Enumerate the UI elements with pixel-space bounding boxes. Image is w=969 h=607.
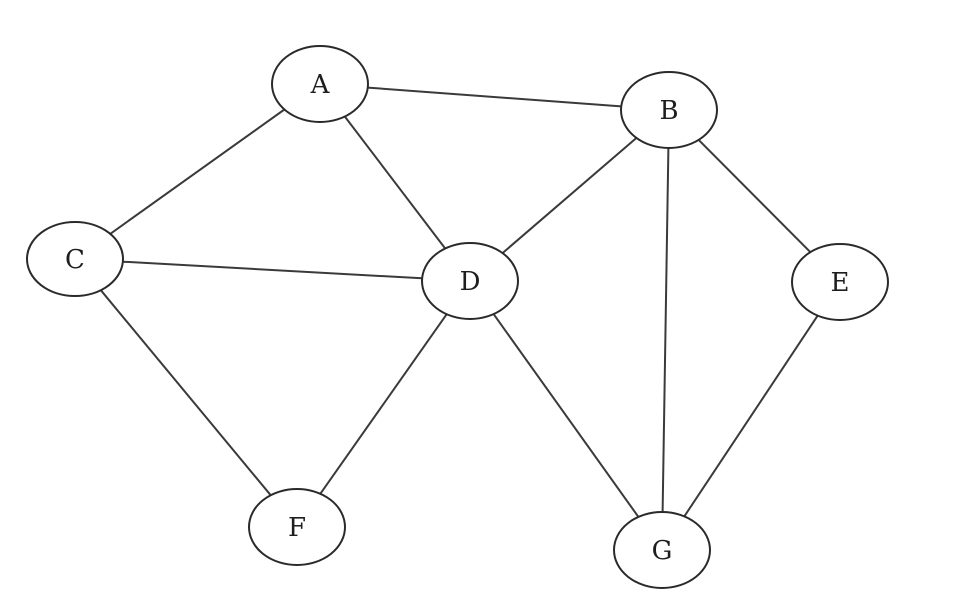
edge-a-d xyxy=(344,115,446,250)
nodes-layer: A B C D E F G xyxy=(26,45,889,589)
node-f: F xyxy=(248,488,346,566)
node-label-a: A xyxy=(310,70,331,100)
edge-c-f xyxy=(100,289,272,496)
node-label-b: B xyxy=(659,96,678,126)
edge-a-b xyxy=(367,86,622,108)
edge-b-e xyxy=(697,139,812,253)
node-label-g: G xyxy=(652,536,673,566)
node-ellipse-f xyxy=(248,488,346,566)
node-e: E xyxy=(791,243,889,321)
node-label-e: E xyxy=(831,268,850,298)
node-ellipse-g xyxy=(613,511,711,589)
node-d: D xyxy=(421,242,519,320)
edge-a-c xyxy=(109,108,285,235)
edge-b-g xyxy=(661,147,670,513)
edge-c-d xyxy=(122,260,423,280)
node-ellipse-c xyxy=(26,221,124,297)
node-label-f: F xyxy=(288,513,306,543)
node-c: C xyxy=(26,221,124,297)
node-ellipse-a xyxy=(271,45,369,123)
node-ellipse-e xyxy=(791,243,889,321)
node-ellipse-b xyxy=(620,71,718,149)
node-b: B xyxy=(620,71,718,149)
node-a: A xyxy=(271,45,369,123)
node-label-c: C xyxy=(65,245,85,275)
edges-layer xyxy=(100,86,819,518)
edge-b-d xyxy=(501,137,638,254)
node-ellipse-d xyxy=(421,242,519,320)
node-g: G xyxy=(613,511,711,589)
node-label-d: D xyxy=(460,267,481,297)
edge-d-g xyxy=(492,313,640,518)
edge-d-f xyxy=(319,313,448,495)
edge-e-g xyxy=(683,315,819,517)
